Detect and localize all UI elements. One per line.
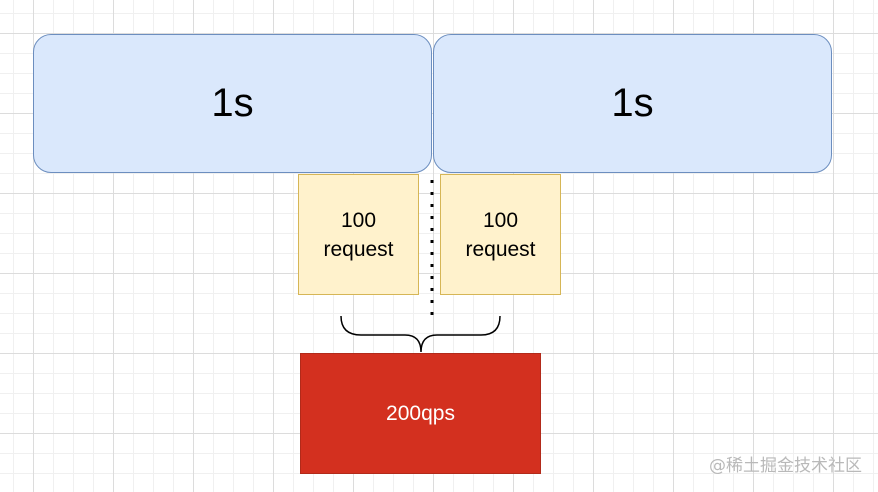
qps-result-box: 200qps [300, 353, 541, 474]
second-label-1: 1s [211, 81, 254, 125]
second-box-1: 1s [33, 34, 432, 173]
watermark: @稀土掘金技术社区 [709, 456, 862, 476]
request-unit-1: request [323, 237, 394, 261]
curly-brace [340, 315, 501, 353]
request-count-2: 100 [482, 208, 519, 232]
qps-label: 200qps [386, 401, 455, 425]
second-label-2: 1s [611, 81, 654, 125]
request-count-1: 100 [340, 208, 377, 232]
request-box-1: 100 request [298, 174, 419, 295]
request-box-2: 100 request [440, 174, 561, 295]
request-unit-2: request [465, 237, 536, 261]
second-box-2: 1s [433, 34, 832, 173]
